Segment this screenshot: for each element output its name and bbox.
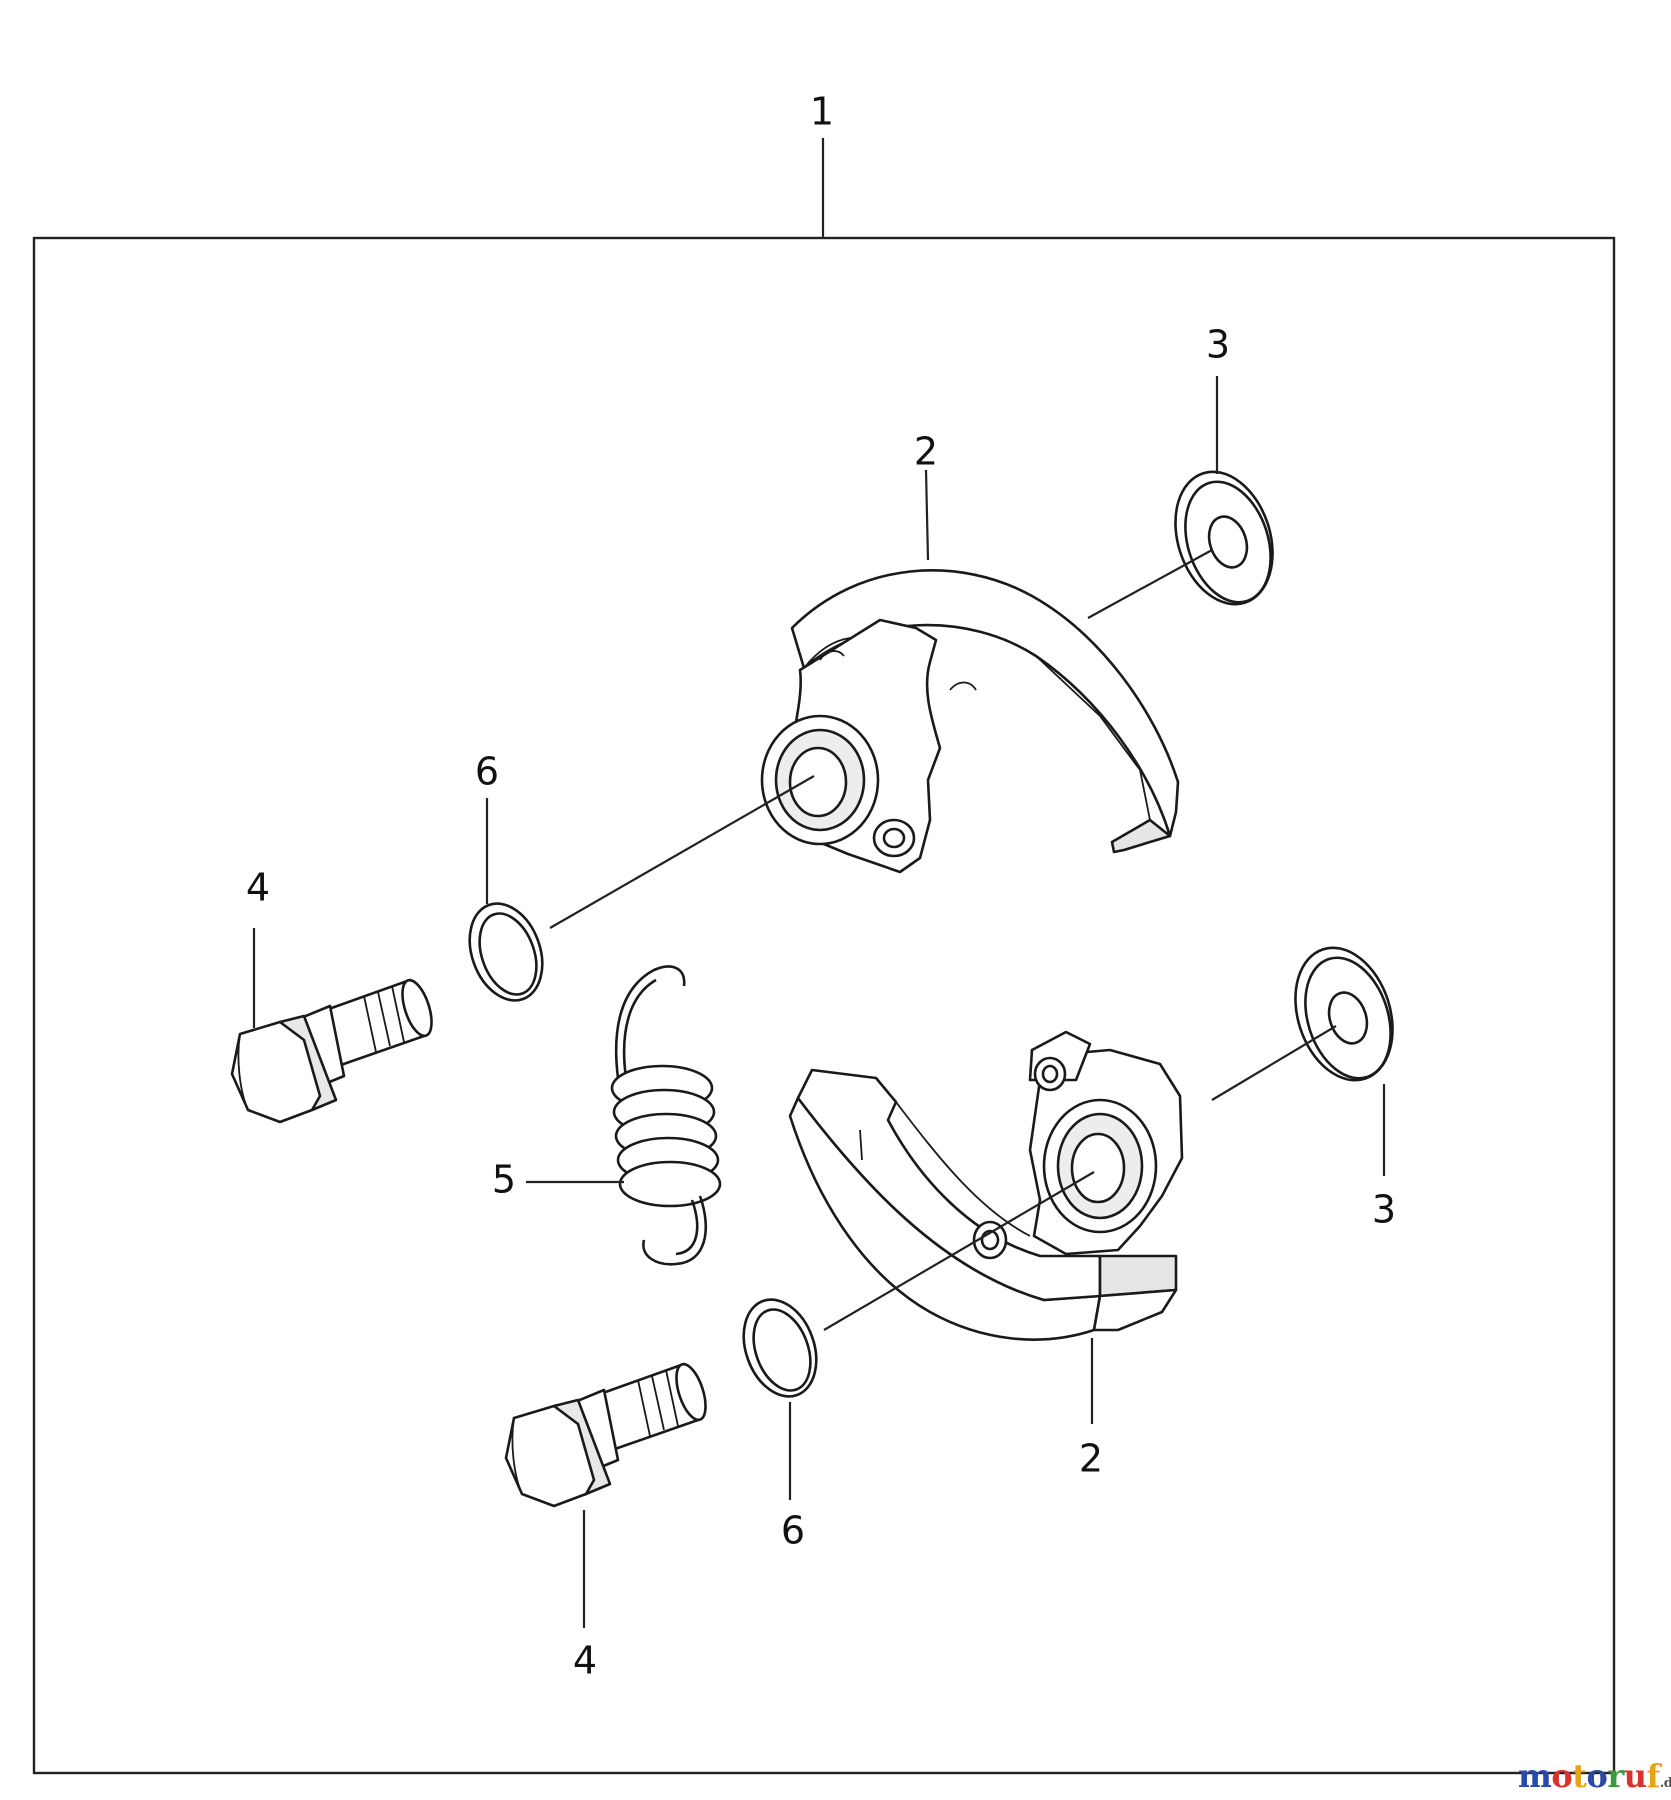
ring-top [468, 902, 544, 1002]
leader-lines [252, 376, 1386, 1628]
shoulder-bolt-bottom [504, 1362, 707, 1508]
watermark-letter: u [1623, 1757, 1647, 1795]
callout-3-top: 3 [1206, 323, 1230, 367]
clutch-shoe-bottom [788, 1030, 1184, 1341]
watermark-letter: t [1572, 1757, 1587, 1795]
callout-6-bottom: 6 [781, 1509, 805, 1553]
callout-4-bottom: 4 [573, 1639, 597, 1683]
clutch-shoe-top [760, 569, 1180, 874]
watermark-letter: m [1518, 1757, 1552, 1795]
watermark-logo: motoruf.de [1518, 1760, 1671, 1792]
ring-bottom [742, 1298, 818, 1398]
callout-6-top: 6 [475, 750, 499, 794]
callout-4-top: 4 [246, 866, 270, 910]
callout-2-top: 2 [914, 430, 938, 474]
callout-3-bottom: 3 [1372, 1188, 1396, 1232]
callout-2-bottom: 2 [1079, 1437, 1103, 1481]
callout-5: 5 [492, 1158, 516, 1202]
watermark-letter: o [1551, 1757, 1573, 1795]
washer-bottom [1294, 946, 1394, 1082]
watermark-suffix: .de [1659, 1776, 1671, 1791]
callout-1: 1 [810, 90, 834, 134]
washer-top [1174, 470, 1274, 606]
shoulder-bolt-top [230, 978, 433, 1124]
watermark-letter: r [1607, 1757, 1624, 1795]
clutch-spring [610, 965, 722, 1266]
watermark-letter: f [1646, 1757, 1660, 1795]
watermark-letter: o [1586, 1757, 1608, 1795]
